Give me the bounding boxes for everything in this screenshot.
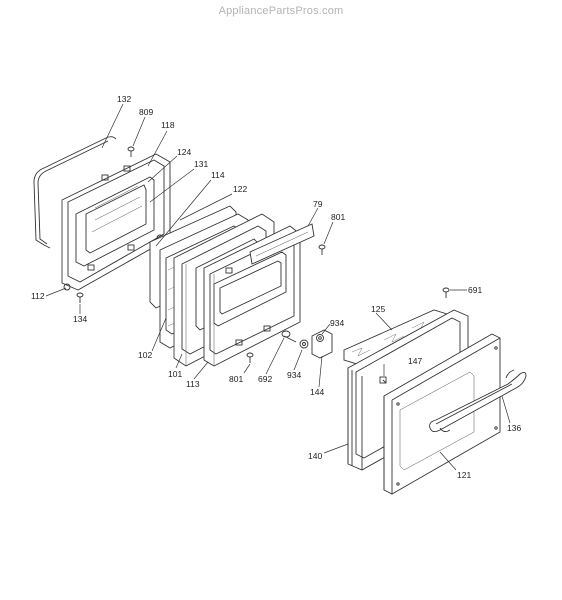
callout-101: 101 <box>168 369 182 379</box>
callout-136: 136 <box>507 423 521 433</box>
callout-125: 125 <box>371 304 385 314</box>
screw-809 <box>127 146 135 157</box>
callout-934-lower: 934 <box>287 370 301 380</box>
callout-144: 144 <box>310 387 324 397</box>
callout-132: 132 <box>117 94 131 104</box>
callout-labels: 132 809 118 124 131 114 122 79 801 112 1… <box>31 94 521 480</box>
part-door-handle <box>429 369 527 433</box>
callout-140: 140 <box>308 451 322 461</box>
part-screws <box>76 146 450 363</box>
part-inner-door-liner <box>61 153 171 291</box>
callout-121: 121 <box>457 470 471 480</box>
callout-79: 79 <box>313 199 323 209</box>
callout-134: 134 <box>73 314 87 324</box>
callout-809: 809 <box>139 107 153 117</box>
callout-691: 691 <box>468 285 482 295</box>
leader-lines <box>45 103 511 471</box>
callout-102: 102 <box>138 350 152 360</box>
callout-692: 692 <box>258 374 272 384</box>
callout-122: 122 <box>233 184 247 194</box>
callout-118: 118 <box>161 120 175 130</box>
screw-691 <box>442 287 450 298</box>
part-door-gasket <box>33 136 117 249</box>
callout-147: 147 <box>408 356 422 366</box>
callout-113: 113 <box>186 379 200 389</box>
callout-112: 112 <box>31 291 45 301</box>
callout-801-lower: 801 <box>229 374 243 384</box>
screw-134 <box>76 292 84 303</box>
part-outer-door-panel <box>383 333 501 495</box>
callout-934-upper: 934 <box>330 318 344 328</box>
screw-801-upper <box>318 244 326 255</box>
callout-114: 114 <box>211 170 225 180</box>
part-vent-trim <box>249 223 315 265</box>
callout-801-upper: 801 <box>331 212 345 222</box>
part-hinge-hardware <box>281 329 333 359</box>
watermark: AppliancePartsPros.com <box>218 5 344 17</box>
callout-124: 124 <box>177 147 191 157</box>
callout-131: 131 <box>194 159 208 169</box>
part-clip <box>379 376 387 384</box>
screw-801-lower <box>246 352 254 363</box>
